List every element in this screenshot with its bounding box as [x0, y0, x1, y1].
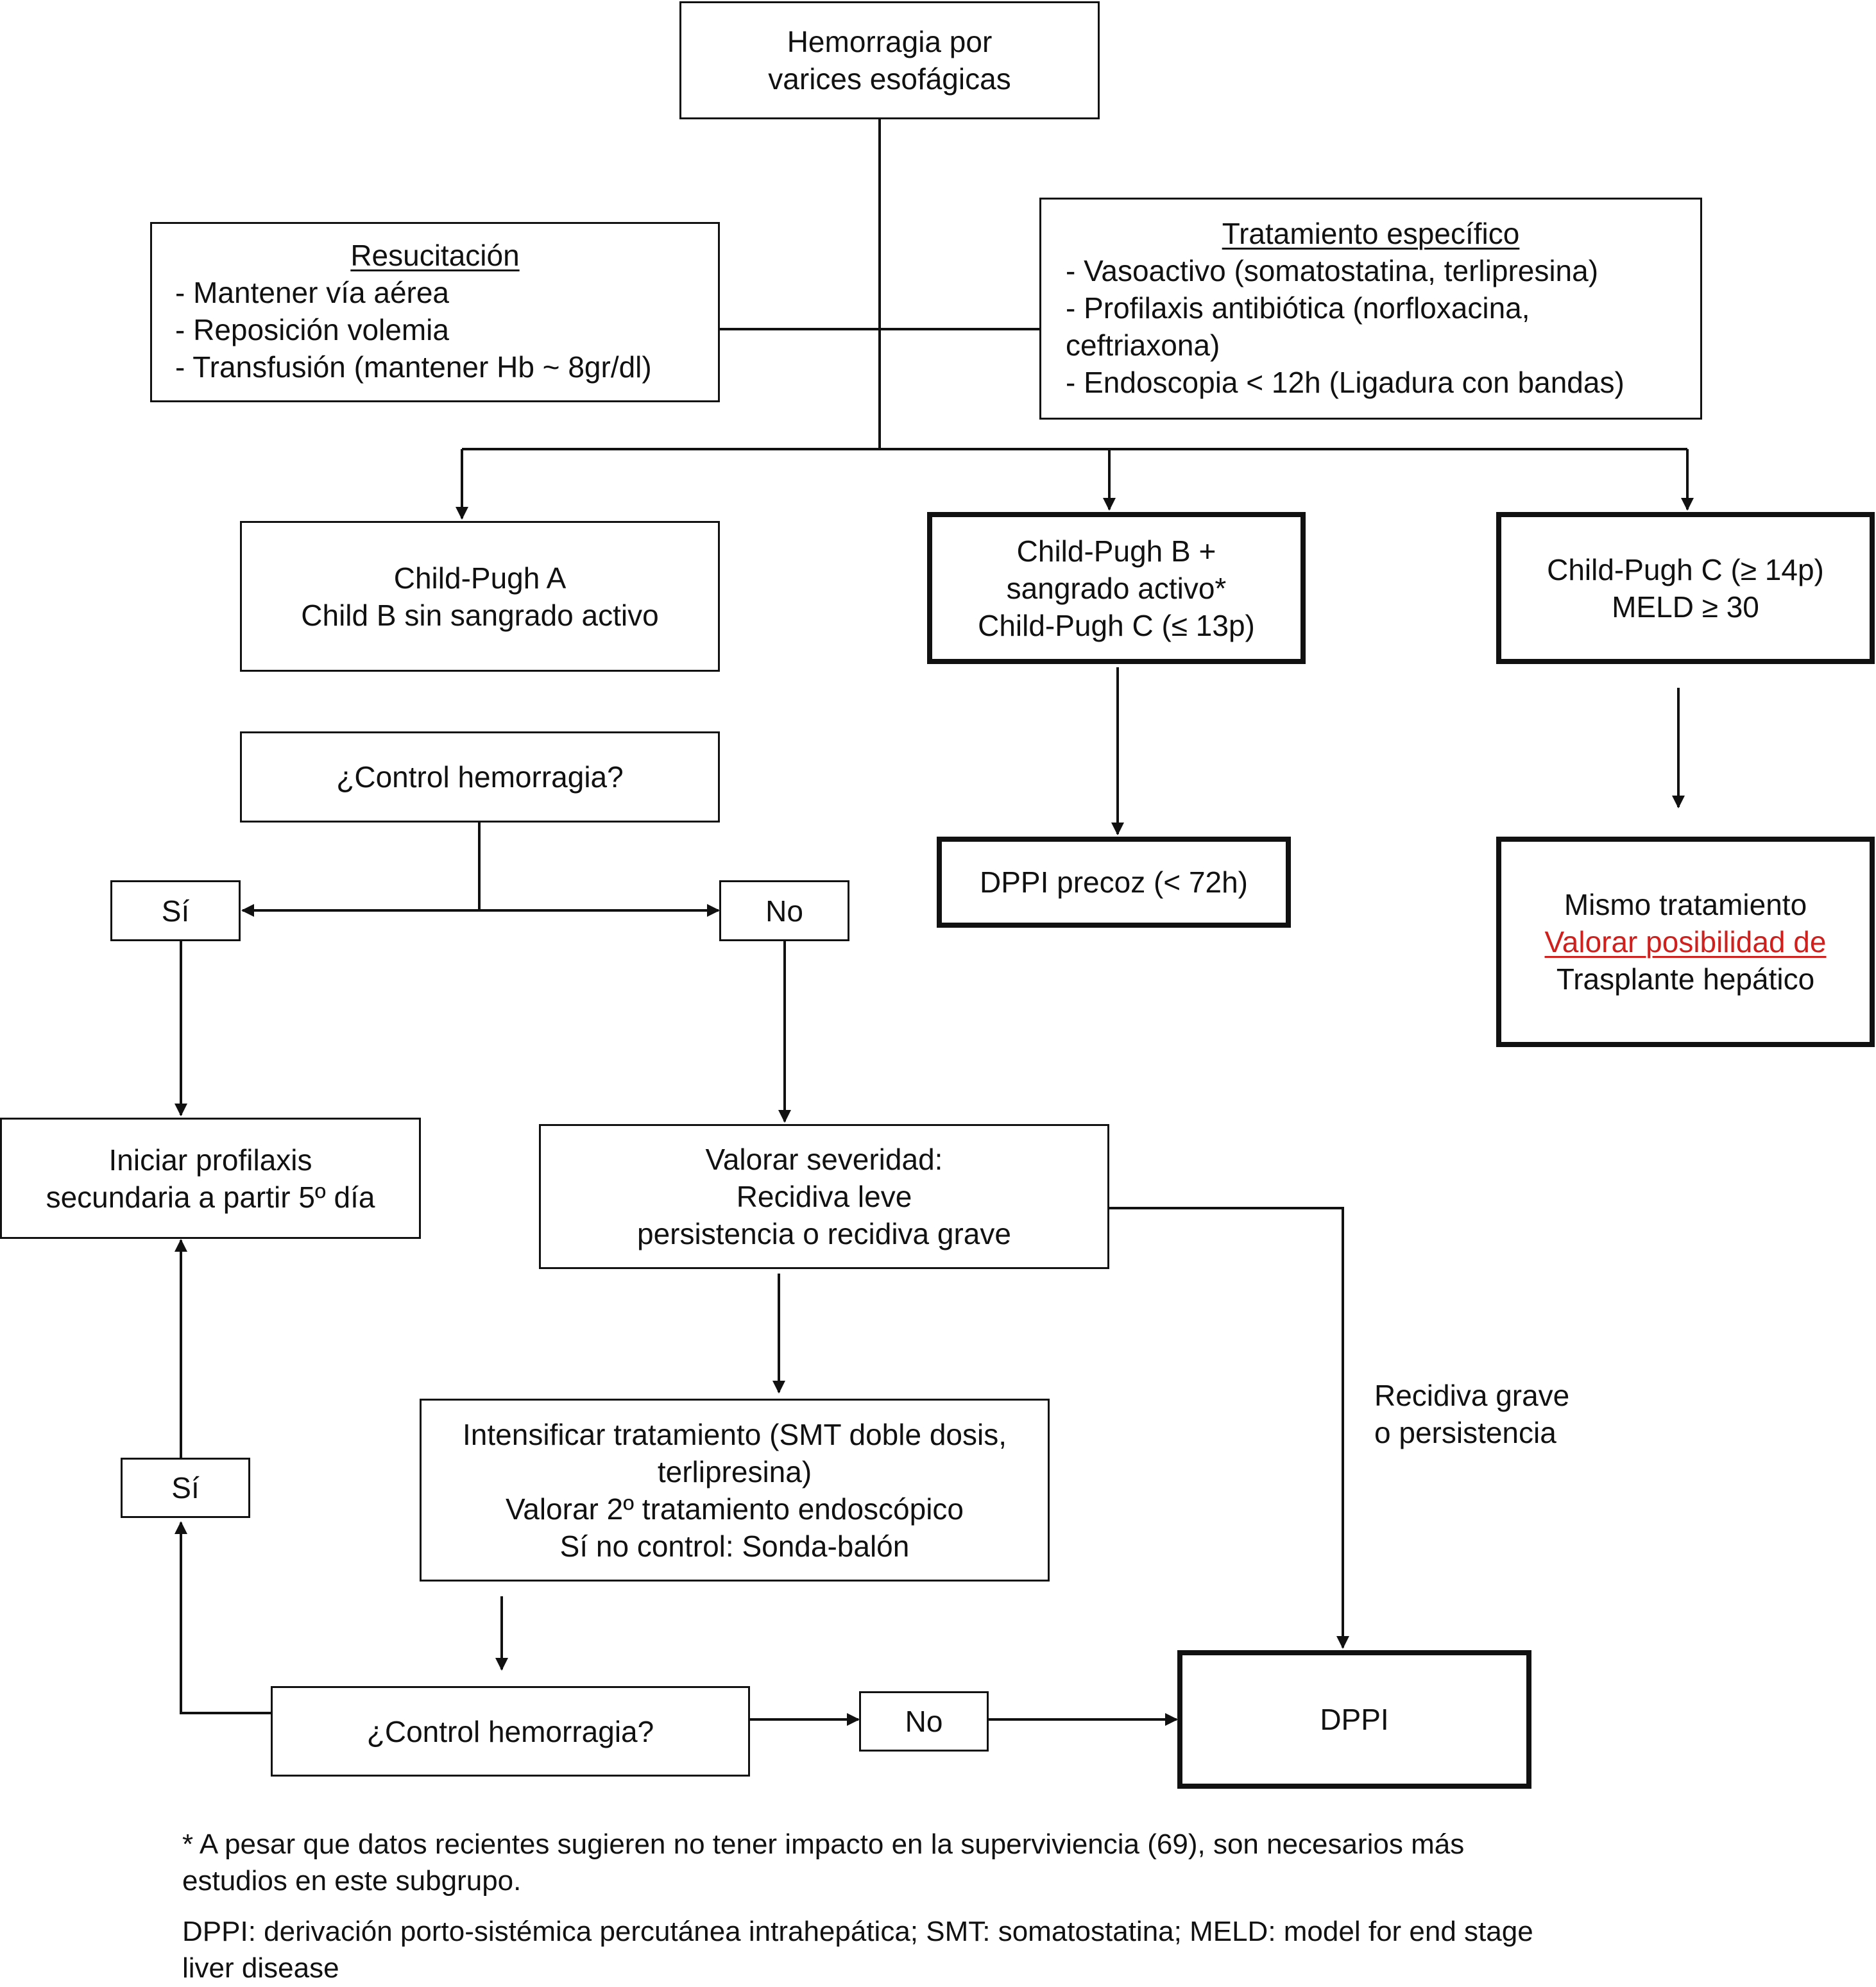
tratamiento-item: - Endoscopia < 12h (Ligadura con bandas) — [1066, 366, 1624, 399]
recidiva-label: Recidiva grave o persistencia — [1374, 1377, 1569, 1451]
profilaxis-box: Iniciar profilaxis secundaria a partir 5… — [0, 1118, 421, 1239]
si1-box: Sí — [110, 880, 241, 941]
child-a-line1: Child-Pugh A — [393, 561, 567, 595]
child-c-line1: Child-Pugh C (≥ 14p) — [1547, 552, 1824, 586]
intensificar-line3: Valorar 2º tratamiento endoscópico — [505, 1492, 964, 1526]
child-b-line1: Child-Pugh B + — [1016, 534, 1216, 568]
child-b-line2: sangrado activo* — [1006, 571, 1227, 605]
footnote-star: * A pesar que datos recientes sugieren n… — [182, 1829, 1465, 1897]
resucitacion-item: - Reposición volemia — [175, 313, 449, 346]
tratamiento-box: Tratamiento específico - Vasoactivo (som… — [1039, 198, 1702, 420]
control2-label: ¿Control hemorragia? — [366, 1714, 654, 1748]
profilaxis-line2: secundaria a partir 5º día — [46, 1180, 375, 1214]
footnote-abbrev: DPPI: derivación porto-sistémica percutá… — [182, 1916, 1533, 1984]
si2-label: Sí — [171, 1471, 200, 1505]
intensificar-line1: Intensificar tratamiento (SMT doble dosi… — [463, 1417, 1007, 1451]
start-box: Hemorragia por varices esofágicas — [679, 1, 1100, 119]
severidad-box: Valorar severidad: Recidiva leve persist… — [539, 1124, 1109, 1269]
severidad-line2: Recidiva leve — [736, 1180, 912, 1213]
profilaxis-line1: Iniciar profilaxis — [108, 1143, 312, 1177]
child-a-line2: Child B sin sangrado activo — [301, 598, 659, 632]
si1-label: Sí — [161, 894, 190, 928]
dppi-label: DPPI — [1320, 1703, 1389, 1736]
severidad-line3: persistencia o recidiva grave — [637, 1217, 1011, 1250]
control1-box: ¿Control hemorragia? — [240, 731, 720, 823]
tratamiento-item: - Vasoactivo (somatostatina, terlipresin… — [1066, 254, 1599, 287]
dppi-precoz-label: DPPI precoz (< 72h) — [979, 866, 1249, 899]
control2-box: ¿Control hemorragia? — [271, 1686, 750, 1777]
no1-label: No — [765, 894, 803, 928]
child-c-line2: MELD ≥ 30 — [1612, 590, 1759, 624]
resucitacion-title: Resucitación — [350, 239, 520, 272]
child-c-box: Child-Pugh C (≥ 14p) MELD ≥ 30 — [1496, 512, 1875, 664]
intensificar-line2: terlipresina) — [657, 1454, 812, 1488]
start-line1: Hemorragia por — [787, 25, 993, 58]
dppi-box: DPPI — [1177, 1650, 1531, 1789]
tratamiento-title: Tratamiento específico — [1222, 217, 1520, 250]
dppi-precoz-box: DPPI precoz (< 72h) — [937, 837, 1291, 928]
mismo-line1: Mismo tratamiento — [1564, 888, 1807, 921]
intensificar-line4: Sí no control: Sonda-balón — [559, 1529, 910, 1563]
mismo-line2: Valorar posibilidad de — [1544, 925, 1827, 959]
no2-box: No — [859, 1691, 989, 1752]
start-line2: varices esofágicas — [768, 62, 1011, 96]
mismo-line3: Trasplante hepático — [1556, 962, 1815, 996]
child-b-line3: Child-Pugh C (≤ 13p) — [978, 608, 1255, 642]
recidiva-line2: o persistencia — [1374, 1416, 1556, 1449]
tratamiento-item: - Profilaxis antibiótica (norfloxacina, — [1066, 291, 1530, 325]
resucitacion-item: - Mantener vía aérea — [175, 276, 450, 309]
tratamiento-item: ceftriaxona) — [1066, 328, 1220, 362]
severidad-line1: Valorar severidad: — [705, 1143, 943, 1176]
si2-box: Sí — [121, 1458, 250, 1518]
resucitacion-box: Resucitación - Mantener vía aérea - Repo… — [150, 222, 720, 402]
child-b-box: Child-Pugh B + sangrado activo* Child-Pu… — [927, 512, 1306, 664]
no1-box: No — [719, 880, 849, 941]
recidiva-line1: Recidiva grave — [1374, 1379, 1570, 1412]
child-a-box: Child-Pugh A Child B sin sangrado activo — [240, 521, 720, 672]
control1-label: ¿Control hemorragia? — [336, 760, 624, 794]
resucitacion-item: - Transfusión (mantener Hb ~ 8gr/dl) — [175, 350, 652, 384]
arrow-control2-to-si2 — [175, 1521, 271, 1714]
arrow-severidad-to-dppi — [1109, 1207, 1349, 1649]
no2-label: No — [905, 1705, 943, 1738]
intensificar-box: Intensificar tratamiento (SMT doble dosi… — [420, 1399, 1050, 1582]
mismo-tratamiento-box: Mismo tratamiento Valorar posibilidad de… — [1496, 837, 1875, 1047]
